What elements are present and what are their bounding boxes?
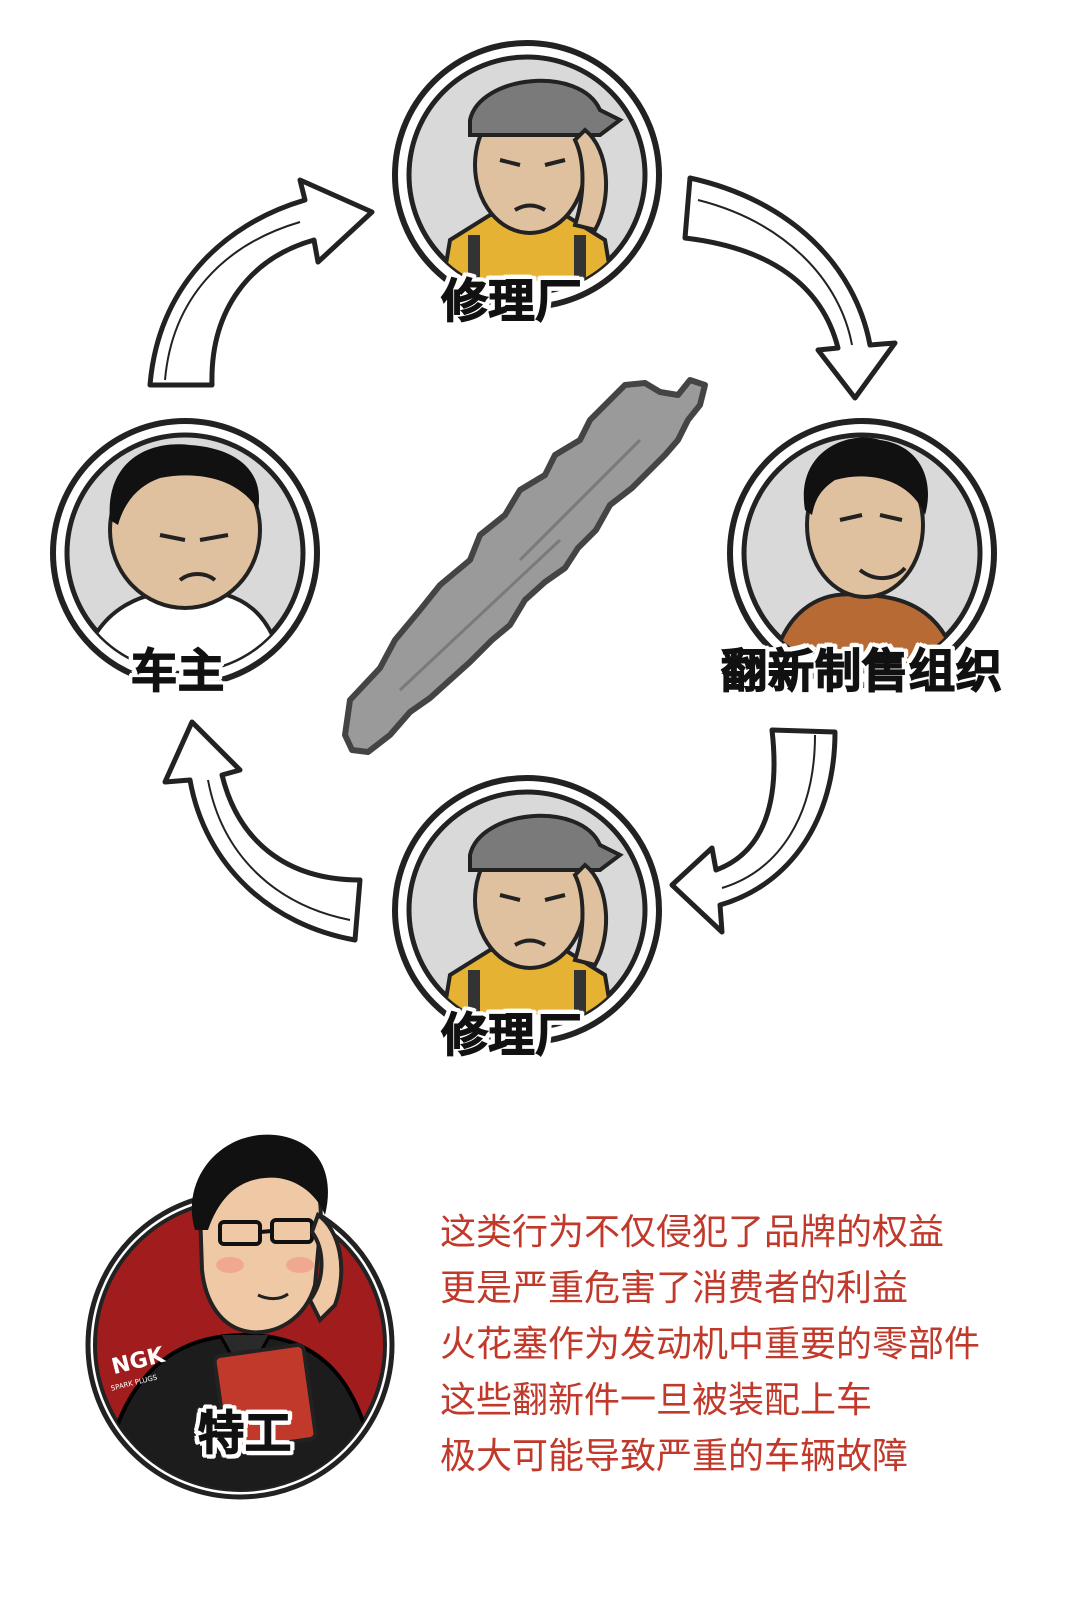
- cycle-diagram-svg: [0, 0, 1080, 1120]
- agent-text-line: 火花塞作为发动机中重要的零部件: [440, 1317, 980, 1373]
- arrow-repair-to-refurbisher: [685, 178, 895, 398]
- node-label-repair-bottom: 修理厂: [442, 1012, 583, 1058]
- node-label-refurbisher: 翻新制售组织: [721, 648, 1003, 694]
- agent-text-lines: 这类行为不仅侵犯了品牌的权益 更是严重危害了消费者的利益 火花塞作为发动机中重要…: [440, 1205, 980, 1485]
- agent-section: NGK SPARK PLUGS 特工 这类行为不仅侵犯了品牌的权益 更是严重危害…: [0, 1120, 1080, 1622]
- spark-plug-icon: [345, 380, 705, 752]
- arrow-refurbisher-to-repair: [672, 730, 835, 932]
- agent-avatar: NGK SPARK PLUGS: [80, 1120, 420, 1520]
- repair-worker-portrait-bottom: [395, 778, 659, 1042]
- agent-text-line: 更是严重危害了消费者的利益: [440, 1261, 980, 1317]
- arrow-repair-to-owner: [165, 722, 360, 940]
- agent-text-line: 极大可能导致严重的车辆故障: [440, 1429, 980, 1485]
- repair-worker-portrait-top: [395, 43, 659, 307]
- agent-text-line: 这些翻新件一旦被装配上车: [440, 1373, 980, 1429]
- arrow-owner-to-repair: [150, 180, 372, 385]
- agent-label: 特工: [198, 1410, 292, 1456]
- agent-text-line: 这类行为不仅侵犯了品牌的权益: [440, 1205, 980, 1261]
- node-label-car-owner: 车主: [131, 648, 225, 694]
- cycle-diagram: 修理厂 车主 翻新制售组织 修理厂: [0, 0, 1080, 1120]
- node-label-repair-top: 修理厂: [442, 278, 583, 324]
